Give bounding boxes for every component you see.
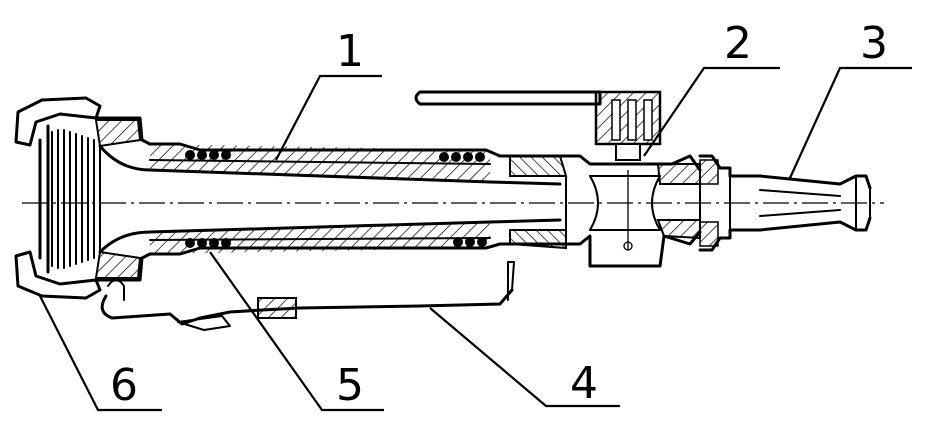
callout-6: 6 xyxy=(110,360,138,411)
coupling-threads xyxy=(51,129,95,269)
leader-lines xyxy=(39,66,912,412)
valve-assembly xyxy=(414,90,702,268)
leader-5 xyxy=(209,251,384,412)
callout-1: 1 xyxy=(336,26,364,77)
callout-3: 3 xyxy=(860,18,888,69)
leader-6 xyxy=(39,295,162,412)
leader-2 xyxy=(643,66,780,157)
spring-coils-bottom xyxy=(185,237,487,248)
leader-3 xyxy=(788,66,912,179)
callout-2: 2 xyxy=(724,18,752,69)
coupling-head xyxy=(14,96,152,300)
carrying-strap xyxy=(100,261,515,331)
barrel xyxy=(98,142,562,256)
leader-1 xyxy=(275,74,382,161)
spring-coils-top xyxy=(185,150,485,162)
callout-5: 5 xyxy=(336,360,364,411)
nozzle-tip xyxy=(698,154,872,252)
leader-4 xyxy=(429,307,620,408)
callout-4: 4 xyxy=(570,358,598,409)
